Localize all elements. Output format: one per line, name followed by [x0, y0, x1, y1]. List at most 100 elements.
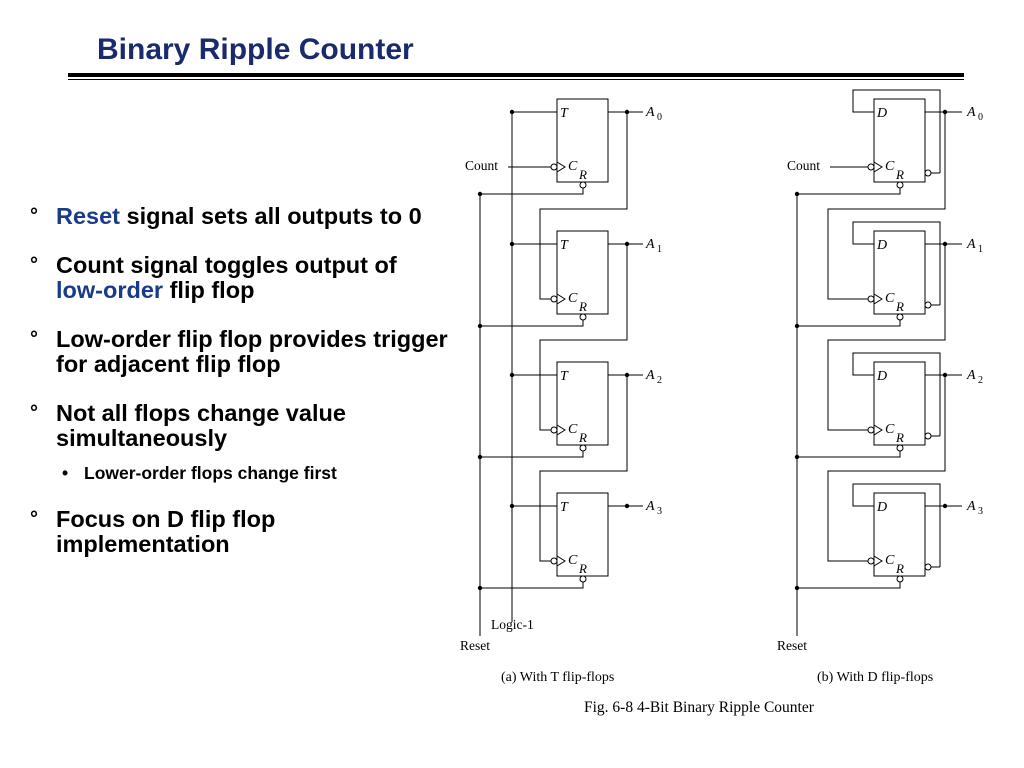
reset-pin-label: R [895, 561, 904, 576]
sub-bullet-list: • Lower-order flops change first [56, 463, 450, 483]
reset-pin-label: R [578, 561, 587, 576]
clock-label: C [885, 159, 895, 174]
inverter-bubble [550, 557, 558, 565]
t-count-label: Count [465, 158, 498, 173]
t-reset-label: Reset [460, 638, 490, 653]
wire [480, 320, 584, 327]
bullet-marker: ° [30, 328, 38, 350]
wire [539, 244, 628, 431]
inverter-bubble [867, 426, 875, 434]
d-input-label: D [876, 238, 887, 253]
inverter-bubble [896, 313, 904, 321]
output-label: A [966, 499, 976, 514]
t-input-label: T [560, 106, 569, 121]
sub-bullet-marker: • [62, 463, 69, 483]
reset-pin-label: R [895, 167, 904, 182]
output-subscript: 2 [657, 375, 662, 386]
wire [480, 188, 584, 195]
bullet-item: ° Low-order flip flop provides trigger f… [30, 327, 450, 377]
clock-triangle [556, 424, 566, 436]
clock-triangle [556, 161, 566, 173]
bullet-marker: ° [30, 508, 38, 530]
d-count-label: Count [787, 158, 820, 173]
clock-triangle [873, 161, 883, 173]
reset-pin-label: R [578, 167, 587, 182]
wire [797, 188, 901, 195]
inverter-bubble [867, 557, 875, 565]
bullet-marker: ° [30, 254, 38, 276]
feedback-wire [852, 89, 941, 173]
feedback-wire [852, 221, 941, 305]
output-label: A [966, 105, 976, 120]
clock-label: C [568, 553, 578, 568]
sub-bullet-item: • Lower-order flops change first [62, 463, 450, 483]
clock-label: C [568, 422, 578, 437]
output-label: A [645, 368, 655, 383]
inverter-bubble [896, 575, 904, 583]
inverter-bubble [579, 181, 587, 189]
t-input-label: T [560, 369, 569, 384]
junction-dot [477, 191, 483, 197]
inverter-bubble [550, 163, 558, 171]
junction-dot [942, 503, 948, 509]
inverter-bubble [924, 301, 932, 309]
d-input-label: D [876, 369, 887, 384]
d-input-label: D [876, 500, 887, 515]
inverter-bubble [896, 181, 904, 189]
clock-label: C [885, 422, 895, 437]
bullet-text: Count signal toggles output of [56, 252, 397, 278]
clock-label: C [885, 291, 895, 306]
output-subscript: 1 [657, 244, 662, 255]
reset-pin-label: R [895, 299, 904, 314]
t-input-label: T [560, 238, 569, 253]
bullet-marker: ° [30, 205, 38, 227]
output-label: A [966, 237, 976, 252]
output-label: A [645, 105, 655, 120]
bullet-item: ° Count signal toggles output of low-ord… [30, 253, 450, 303]
t-counter-caption: (a) With T flip-flops [501, 670, 614, 685]
output-subscript: 3 [978, 506, 983, 517]
logic-1-label: Logic-1 [491, 617, 534, 632]
bullet-text: Focus on D flip flop implementation [56, 506, 276, 557]
bullet-item: ° Not all flops change value simultaneou… [30, 400, 450, 484]
junction-dot [794, 191, 800, 197]
output-subscript: 0 [978, 112, 983, 123]
clock-label: C [568, 159, 578, 174]
wire [797, 451, 901, 458]
output-label: A [645, 499, 655, 514]
bullet-text: flip flop [163, 277, 255, 303]
slide-title: Binary Ripple Counter [97, 33, 414, 66]
output-label: A [966, 368, 976, 383]
wire [827, 112, 946, 300]
wire [827, 375, 946, 562]
wire [797, 320, 901, 327]
bullet-highlight: low-order [56, 277, 164, 303]
wire [827, 244, 946, 431]
bullet-item: ° Focus on D flip flop implementation [30, 507, 450, 557]
inverter-bubble [579, 575, 587, 583]
inverter-bubble [550, 295, 558, 303]
title-rule [68, 73, 964, 77]
wire [480, 582, 584, 589]
output-subscript: 0 [657, 112, 662, 123]
bullet-list: ° Reset signal sets all outputs to 0 ° C… [30, 204, 450, 581]
t-input-label: T [560, 500, 569, 515]
inverter-bubble [924, 169, 932, 177]
wire [480, 451, 584, 458]
clock-label: C [568, 291, 578, 306]
wire [539, 112, 628, 300]
wire [539, 375, 628, 562]
bullet-text: Low-order flip flop provides trigger for… [56, 326, 448, 377]
inverter-bubble [867, 163, 875, 171]
clock-triangle [556, 555, 566, 567]
bullet-item: ° Reset signal sets all outputs to 0 [30, 204, 450, 229]
clock-triangle [873, 293, 883, 305]
feedback-wire [852, 483, 941, 567]
clock-triangle [873, 555, 883, 567]
bullet-marker: ° [30, 402, 38, 424]
inverter-bubble [896, 444, 904, 452]
inverter-bubble [579, 444, 587, 452]
junction-dot [624, 503, 630, 509]
bullet-text: Not all flops change value simultaneousl… [56, 400, 346, 451]
